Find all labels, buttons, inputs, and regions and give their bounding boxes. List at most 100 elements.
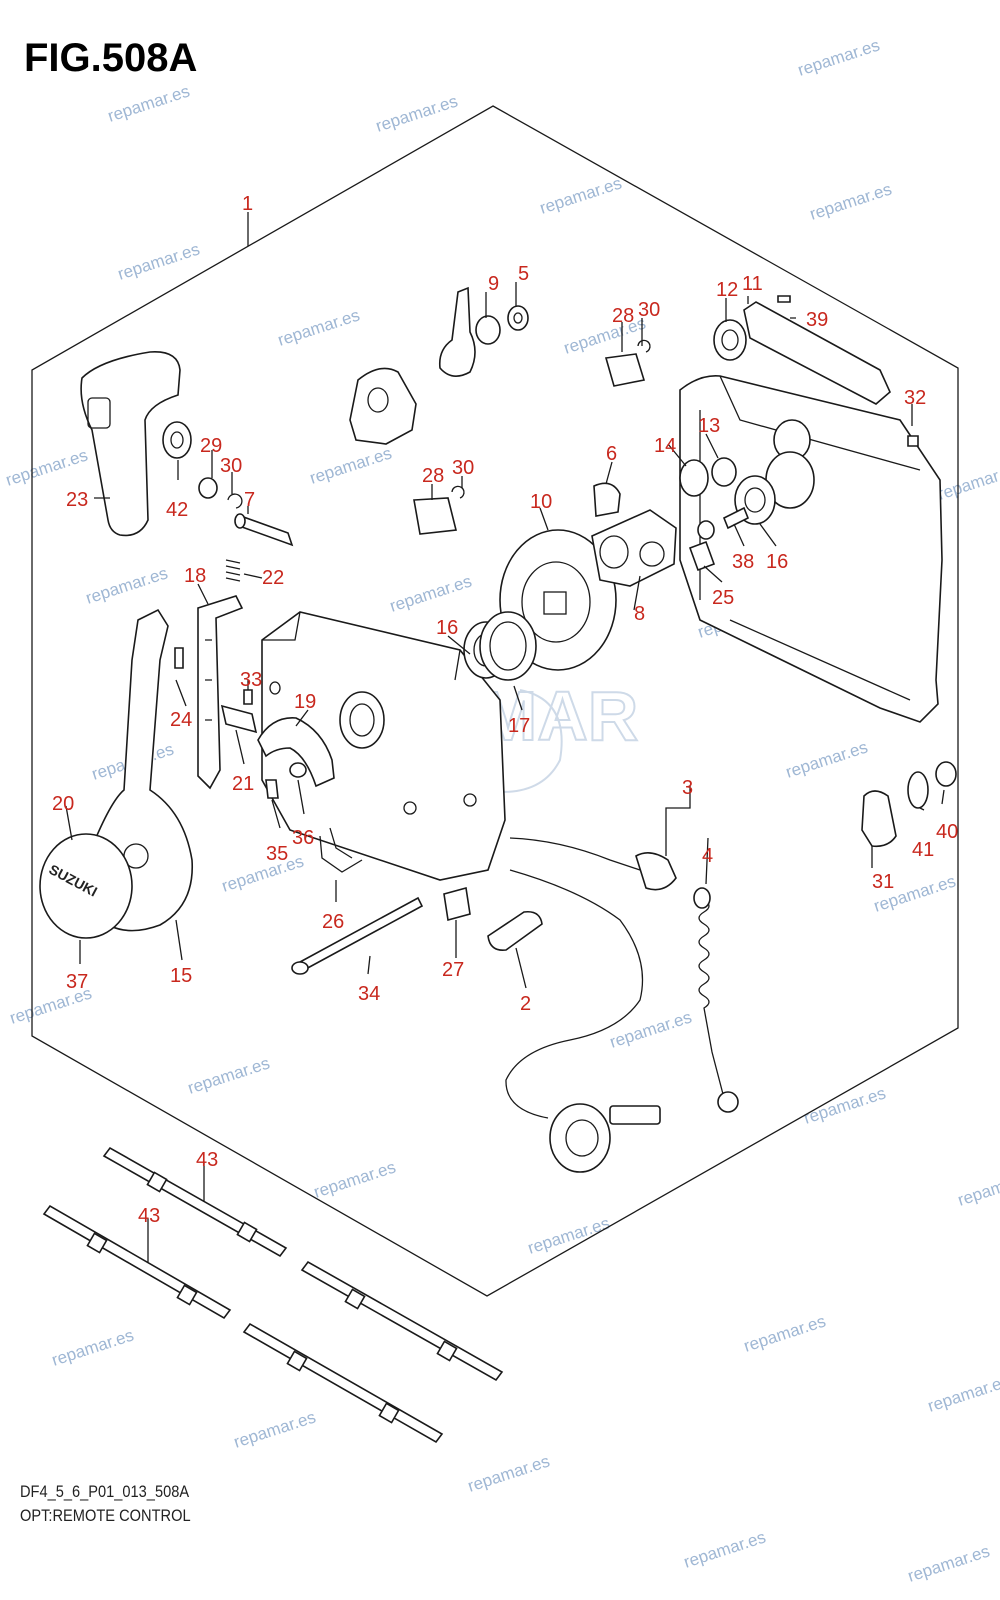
callout-24: 24	[170, 709, 192, 731]
callout-34: 34	[358, 983, 380, 1005]
callout-39: 39	[806, 309, 828, 331]
long-screw-part-34	[298, 896, 424, 972]
callout-3: 3	[682, 777, 693, 799]
watermark-text: repamar.es	[905, 1541, 992, 1585]
watermark-text: repamar.es	[115, 239, 202, 283]
block-part-27	[443, 886, 471, 922]
watermark-text: repamar.es	[231, 1407, 318, 1451]
callout-43: 43	[196, 1149, 218, 1171]
watermark-text: repamar.es	[307, 443, 394, 487]
callout-16b: 16	[436, 617, 458, 639]
callout-14: 14	[654, 435, 676, 457]
watermark-text: repamar.es	[465, 1451, 552, 1495]
callout-22: 22	[262, 567, 284, 589]
watermark-text: repamar.es	[275, 305, 362, 349]
watermark-text: repamar.es	[311, 1157, 398, 1201]
callout-28: 28	[612, 305, 634, 327]
callout-41: 41	[912, 839, 934, 861]
ring-part-29	[198, 477, 218, 499]
watermark-text: repamar.es	[525, 1213, 612, 1257]
figure-code: DF4_5_6_P01_013_508A	[20, 1482, 190, 1501]
callout-1: 1	[242, 193, 253, 215]
watermark-text: repamar.es	[3, 445, 90, 489]
callout-9: 9	[488, 273, 499, 295]
callout-6: 6	[606, 443, 617, 465]
ring-part-12	[713, 319, 747, 361]
callout-16: 16	[766, 551, 788, 573]
spring-part-22	[225, 559, 241, 582]
callout-31: 31	[872, 871, 894, 893]
harness-cable	[505, 837, 644, 1119]
cover-part-11	[743, 301, 891, 405]
callout-12: 12	[716, 279, 738, 301]
switch-part-3	[635, 852, 677, 891]
watermark-text: repamar.es	[925, 1371, 1000, 1415]
callout-23: 23	[66, 489, 88, 511]
watermark-text: repamar.es	[783, 737, 870, 781]
clip-part-26	[319, 827, 363, 873]
callout-33: 33	[240, 669, 262, 691]
knob-part-6	[593, 482, 621, 517]
watermark-text: repamar.es	[795, 35, 882, 79]
watermark-text: repamar.es	[105, 81, 192, 125]
callout-26: 26	[322, 911, 344, 933]
assembly-frame	[31, 105, 959, 1297]
bolt-part-38	[722, 506, 750, 530]
washer-part-41	[907, 771, 929, 809]
ring-part-17	[479, 611, 537, 681]
plate-part-8	[591, 509, 677, 587]
callout-40: 40	[936, 821, 958, 843]
watermark-text: repamar.es	[185, 1053, 272, 1097]
clip-bracket-part-28b	[604, 353, 646, 387]
washer-part-13	[711, 457, 737, 487]
screw-part-24	[174, 647, 184, 669]
main-housing-part	[261, 611, 506, 881]
leader-lines	[65, 212, 945, 1262]
watermark-text: repamar.es	[681, 1527, 768, 1571]
watermark-text: repamar.es	[373, 91, 460, 135]
gear-part-14	[679, 459, 709, 497]
figure-title: FIG.508A	[24, 36, 198, 80]
callout-13: 13	[698, 415, 720, 437]
callout-25: 25	[712, 587, 734, 609]
nut-part-40	[935, 761, 957, 787]
connector-part	[549, 1103, 611, 1173]
link-plate-part-2	[487, 910, 543, 952]
cam-plate-part-19	[257, 717, 335, 788]
callout-30: 30	[638, 299, 660, 321]
watermark-text: repamar.es	[537, 173, 624, 217]
callout-labels: 1 9 5 28 30 12 11 39 32 29 30 7 23 42 28…	[52, 193, 958, 1227]
bushing-part-31	[861, 790, 897, 848]
callout-30b: 30	[220, 455, 242, 477]
watermark-text: repamar.es	[935, 459, 1000, 503]
pin-part-7	[236, 513, 294, 547]
callout-8: 8	[634, 603, 645, 625]
plate-part-21	[220, 704, 258, 734]
lever-part-9	[438, 286, 476, 377]
callout-30c: 30	[452, 457, 474, 479]
callout-19: 19	[294, 691, 316, 713]
callout-29: 29	[200, 435, 222, 457]
callout-28b: 28	[422, 465, 444, 487]
shift-bracket-part	[349, 367, 417, 445]
bracket-part-18	[197, 595, 244, 790]
callout-18: 18	[184, 565, 206, 587]
callout-38: 38	[732, 551, 754, 573]
watermark-text: repamar.es	[561, 313, 648, 357]
callout-4: 4	[702, 845, 713, 867]
callout-21: 21	[232, 773, 254, 795]
suzuki-emblem-cap-part-37	[39, 833, 133, 939]
clip-bracket-part-28	[413, 497, 457, 535]
callout-37: 37	[66, 971, 88, 993]
callout-11: 11	[742, 273, 763, 295]
watermark-text: repamar.es	[807, 179, 894, 223]
figure-caption: OPT:REMOTE CONTROL	[20, 1506, 191, 1525]
callout-7: 7	[244, 489, 255, 511]
watermark-text: repamar.es	[741, 1311, 828, 1355]
watermark-text: repamar.es	[955, 1165, 1000, 1209]
callout-36: 36	[292, 827, 314, 849]
watermark-text: repamar.es	[607, 1007, 694, 1051]
callout-32: 32	[904, 387, 926, 409]
callout-20: 20	[52, 793, 74, 815]
